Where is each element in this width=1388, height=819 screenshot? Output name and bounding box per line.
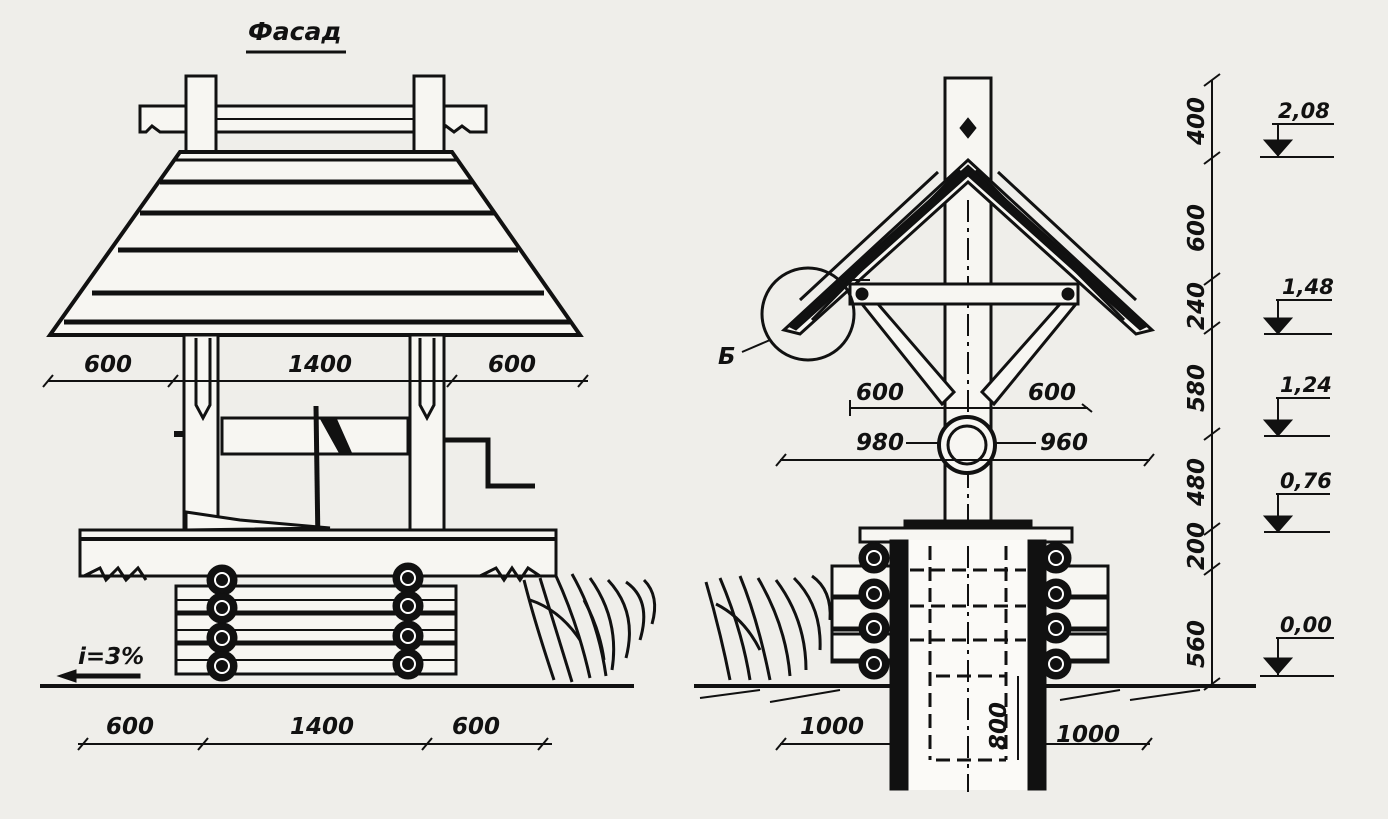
facade-view: Фасад	[40, 17, 657, 751]
chain-dim-1: 400	[1184, 97, 1210, 146]
chain-dim-4: 580	[1184, 364, 1210, 412]
gable-roof	[780, 157, 1156, 336]
top-crossbeam	[138, 104, 488, 134]
slope-arrow	[56, 669, 141, 683]
section-upper-dimension: 600 600	[849, 380, 1093, 416]
deck	[78, 510, 558, 583]
level-label-2: 1,48	[1282, 275, 1334, 299]
facade-lower-dim-1: 600	[106, 714, 154, 740]
level-label-1: 2,08	[1278, 99, 1330, 123]
section-log-ends-left	[858, 542, 890, 680]
chain-dim-6: 200	[1184, 522, 1210, 570]
facade-lower-dim-3: 600	[452, 714, 500, 740]
level-marks: 2,08 1,48 1,24 0,76 0,00	[1260, 99, 1334, 677]
facade-lower-dim-2: 1400	[290, 714, 354, 740]
level-mark-4: 0,76	[1262, 469, 1332, 533]
log-ends-left	[206, 564, 238, 682]
bush-right	[704, 574, 832, 681]
level-mark-3: 1,24	[1262, 373, 1332, 437]
section-ring-dim-2: 960	[1040, 430, 1088, 456]
section-lower-dim-1: 1000	[800, 714, 864, 740]
log-ends-right	[392, 562, 424, 680]
shaft-depth-dim: 800	[986, 702, 1012, 750]
ground-hatch	[699, 689, 1201, 703]
facade-upper-dim-2: 1400	[288, 352, 352, 378]
level-label-5: 0,00	[1280, 613, 1332, 637]
section-ring-dim-1: 980	[856, 430, 904, 456]
drum-ring-inner	[946, 424, 988, 466]
slope-label: i=3%	[78, 644, 144, 670]
cross-tie	[845, 279, 1080, 407]
level-mark-5: 0,00	[1260, 613, 1334, 677]
facade-upper-dim-1: 600	[84, 352, 132, 378]
section-ring-dimension: 980 960	[775, 430, 1155, 467]
facade-upper-dim-3: 600	[488, 352, 536, 378]
section-upper-dim-1: 600	[856, 380, 904, 406]
diamond-mark	[959, 117, 977, 139]
post-top-left	[184, 74, 218, 160]
level-mark-1: 2,08	[1260, 99, 1334, 158]
detail-callout-circle	[760, 266, 856, 362]
level-label-4: 0,76	[1280, 469, 1332, 493]
roof	[46, 150, 584, 337]
well-shaft: 800	[889, 539, 1047, 792]
chain-dim-7: 560	[1184, 620, 1210, 668]
chain-dim-2: 600	[1184, 204, 1210, 252]
chain-dim-3: 240	[1184, 282, 1210, 330]
chain-dim-5: 480	[1184, 458, 1210, 507]
section-view: Б 600 600 980 960	[694, 76, 1256, 792]
level-mark-2: 1,48	[1262, 275, 1334, 335]
facade-title: Фасад	[248, 17, 342, 46]
post-top-right	[412, 74, 446, 160]
vertical-dimension-chain: 400 600 240 580 480 200 560	[1184, 73, 1221, 691]
section-upper-dim-2: 600	[1028, 380, 1076, 406]
section-lower-dimension: 1000 1000	[775, 714, 1153, 751]
bush-left	[522, 573, 657, 683]
drum	[174, 405, 535, 546]
section-lower-dim-2: 1000	[1056, 722, 1120, 748]
log-crib	[174, 562, 458, 682]
detail-callout-label: Б	[718, 344, 736, 370]
facade-upper-dimension: 600 1400 600	[42, 352, 589, 388]
section-log-ends-right	[1040, 542, 1072, 680]
callout-leader	[741, 339, 771, 353]
facade-lower-dimension: 600 1400 600	[77, 714, 552, 751]
level-label-3: 1,24	[1280, 373, 1332, 397]
